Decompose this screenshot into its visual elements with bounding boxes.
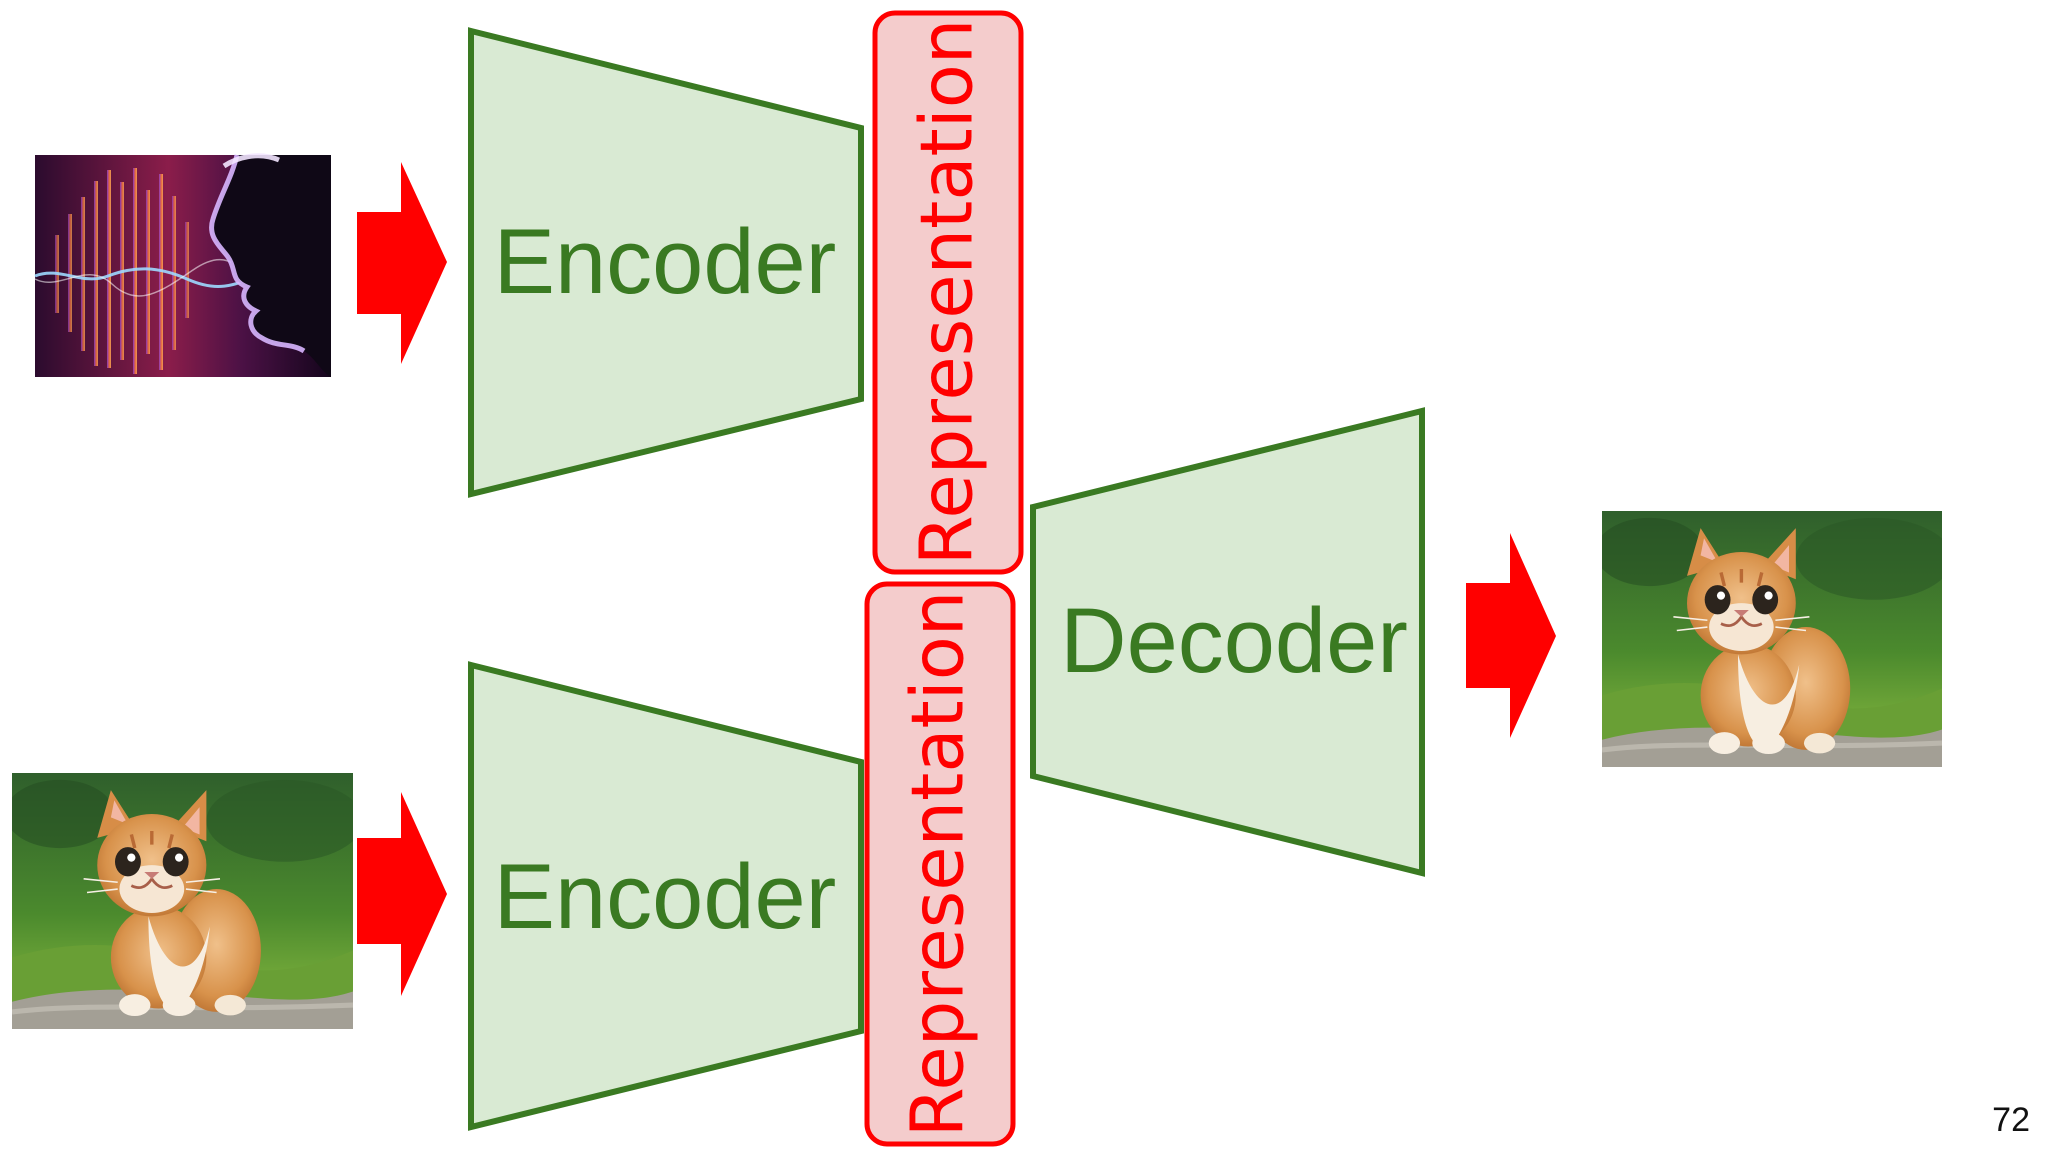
decoder-block: Decoder [1030,407,1425,877]
speech-input-image [34,153,331,377]
arrow-right-icon [357,162,447,364]
representation-block-bottom: Representation [864,581,1016,1147]
decoder-label: Decoder [1060,590,1408,692]
kitten-output-image [1595,511,1952,767]
page-number: 72 [1992,1101,2030,1139]
representation-label: Representation [896,591,980,1138]
encoder-label: Encoder [494,846,837,948]
arrow-right-icon [357,792,447,996]
kitten-input-image [5,773,363,1029]
arrow-right-icon [1466,533,1556,738]
representation-block-top: Representation [872,10,1024,575]
encoder-block-top: Encoder [468,27,864,498]
encoder-label: Encoder [494,211,837,313]
representation-label: Representation [905,19,989,566]
voice-waveform-icon [34,168,265,374]
encoder-block-bottom: Encoder [468,661,864,1131]
